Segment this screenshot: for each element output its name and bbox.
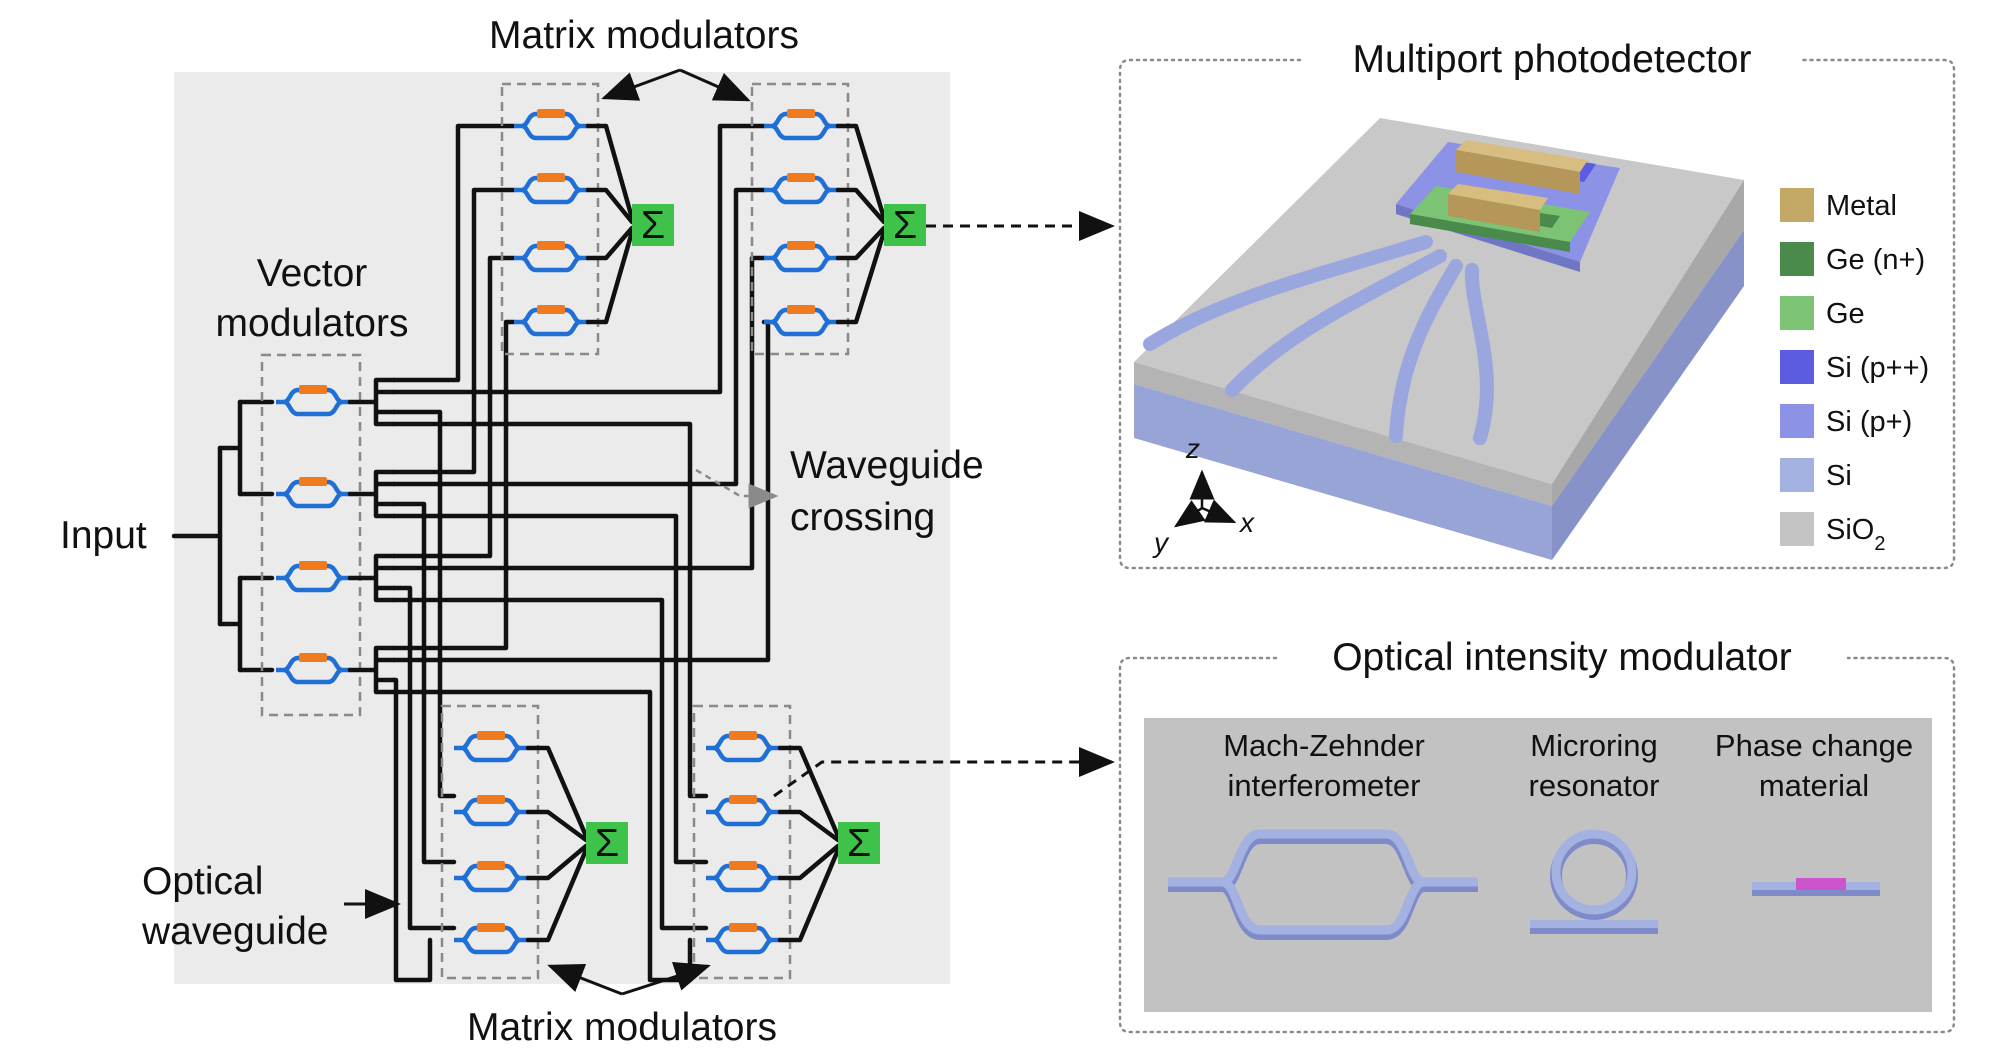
legend-label: Si [1826,460,1852,492]
mzi-label: Mach-Zehnder [1223,728,1425,763]
legend-label: SiO2 [1826,514,1885,555]
photodetector-3d-device [1134,118,1744,560]
vector-modulators-label: Vector [257,252,368,295]
sum-node [586,822,628,864]
sum-node [838,822,880,864]
modulator-title: Optical intensity modulator [1332,636,1792,679]
sum-symbol: Σ [641,204,665,247]
combiner-lines [525,745,589,943]
legend-label: Ge [1826,298,1865,330]
modulator-frame [1118,656,1956,1034]
sum-symbol: Σ [893,204,917,247]
legend-swatch [1780,458,1814,492]
pcm-label: material [1759,768,1869,803]
connector-to-modulator [773,747,1115,798]
microring-label: Microring [1530,728,1657,763]
pcm-label: Phase change [1715,728,1913,763]
matrix-modulators-box [500,82,600,356]
photodetector-frame [1118,58,1956,570]
mzi-device [1168,829,1478,940]
sum-node [632,204,674,246]
sum-symbol: Σ [595,822,619,865]
legend-label: Metal [1826,190,1897,222]
legend-swatch [1780,350,1814,384]
microring-device [1530,829,1658,934]
axes-indicator: z x y [1152,433,1255,558]
axis-x-label: x [1238,507,1255,538]
legend-label: Ge (n+) [1826,244,1925,276]
waveguide-crossing-label: Waveguide [790,444,984,487]
input-splitter-tree [171,399,275,673]
legend-swatch [1780,404,1814,438]
legend-label: Si (p+) [1826,406,1912,438]
legend-swatch [1780,188,1814,222]
combiner-lines [835,123,887,325]
pointer-arrow [547,963,623,996]
pointer-arrow [601,68,681,101]
matrix-modulators-label-top: Matrix modulators [489,14,799,57]
vector-modulators-box [260,353,362,717]
combiner-lines [585,123,635,325]
axis-y-label: y [1152,527,1170,558]
optical-waveguide-label: waveguide [141,910,328,953]
routing-waveguides [391,123,771,983]
pointer-arrow [679,68,751,102]
input-label: Input [60,514,147,557]
sum-node [884,204,926,246]
matrix-modulators-box [440,704,540,980]
fanout-splitters [347,377,397,695]
matrix-modulators-label-bottom: Matrix modulators [467,1006,777,1049]
mzi-label: interferometer [1228,768,1421,803]
sum-symbol: Σ [847,822,871,865]
matrix-modulators-box [692,704,792,980]
modulator-panel [1144,718,1932,1012]
pcm-device [1752,878,1880,896]
legend-swatch [1780,242,1814,276]
legend-swatch [1780,296,1814,330]
legend-label: Si (p++) [1826,352,1929,384]
matrix-modulators-box [750,82,850,356]
circuit-panel [174,72,950,984]
microring-label: resonator [1529,768,1660,803]
axis-z-label: z [1185,433,1200,464]
legend-swatch [1780,512,1814,546]
waveguide-crossing-label: crossing [790,496,935,539]
combiner-lines [777,745,841,943]
pointer-arrow [621,961,711,996]
photodetector-title: Multiport photodetector [1353,38,1752,81]
optical-waveguide-label: Optical [142,860,263,903]
vector-modulators-label: modulators [216,302,409,345]
